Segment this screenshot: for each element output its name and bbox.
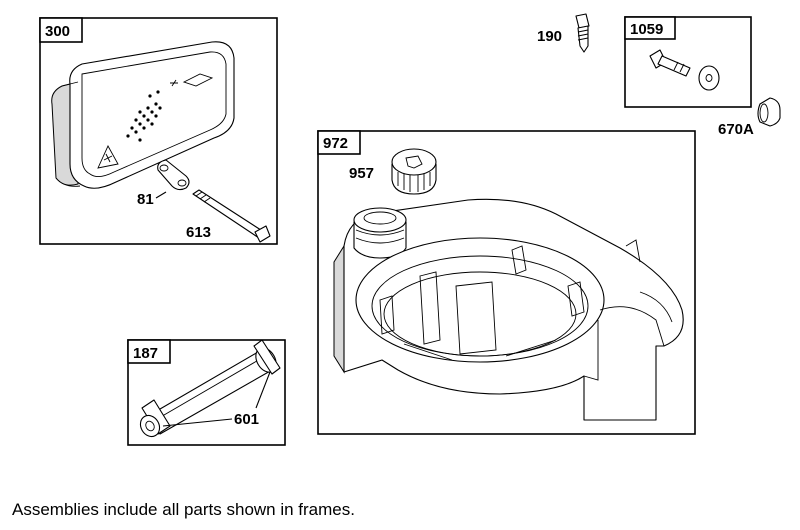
callout-670a: 670A [718, 121, 754, 138]
frame-187-fuel-line: 187 601 [127, 339, 286, 446]
gasket-part [157, 159, 190, 191]
spacer-670a: 670A [718, 97, 781, 138]
frame-300-id: 300 [45, 23, 70, 40]
fuel-tank-part [333, 198, 684, 421]
frame-972-id: 972 [323, 135, 348, 152]
footnote: Assemblies include all parts shown in fr… [12, 500, 355, 519]
callout-601: 601 [234, 411, 259, 428]
screw-190: 190 [537, 13, 590, 53]
muffler-bolt-part [192, 189, 271, 243]
frame-187-id: 187 [133, 345, 158, 362]
washer-part [698, 65, 720, 91]
muffler-part [51, 41, 235, 189]
fuel-cap-part [391, 148, 437, 195]
frame-300-muffler: 300 [39, 17, 278, 245]
shoulder-bolt-part [649, 49, 691, 77]
callout-957: 957 [349, 165, 374, 182]
frame-1059-bolt-kit: 1059 [624, 16, 752, 108]
callout-81: 81 [137, 191, 154, 208]
callout-613: 613 [186, 224, 211, 241]
frame-1059-id: 1059 [630, 21, 663, 38]
vent-holes [126, 90, 162, 142]
fuel-hose-part [139, 339, 281, 438]
frame-972-fuel-tank: 972 957 [317, 130, 696, 435]
callout-190: 190 [537, 28, 562, 45]
